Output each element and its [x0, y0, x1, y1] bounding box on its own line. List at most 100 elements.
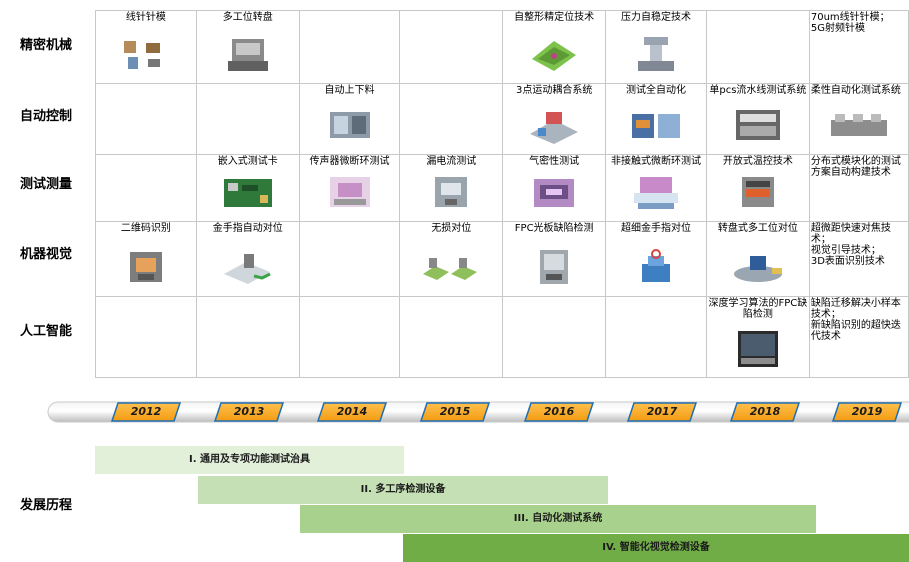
cell-label: 自整形精定位技术: [514, 12, 595, 23]
cell-label: [401, 85, 502, 86]
cell-label: [300, 298, 399, 299]
row-label-precision-machinery: 精密机械: [19, 37, 72, 53]
cell-label: 深度学习算法的FPC缺陷检测: [708, 298, 808, 320]
grid-cell: 超细金手指对位: [605, 221, 707, 297]
grid-cell: 压力自稳定技术: [605, 10, 707, 84]
grid-cell: 无损对位: [399, 221, 504, 297]
year-label: 2016: [543, 405, 575, 418]
grid-cell: [705, 10, 810, 84]
grid-cell: 金手指自动对位: [195, 221, 300, 297]
phase-bar: III. 自动化测试系统: [300, 505, 816, 533]
grid-cell: 自整形精定位技术: [502, 10, 607, 84]
cell-label: 转盘式多工位对位: [717, 223, 798, 234]
cell-label: 线针针模: [125, 12, 166, 23]
microphone-tester-icon: [320, 173, 380, 217]
cell-label: 超细金手指对位: [621, 223, 692, 234]
deep-learning-screen-icon: [728, 329, 788, 373]
cell-label: 金手指自动对位: [212, 223, 283, 234]
grid-cell: 转盘式多工位对位: [705, 221, 810, 297]
green-positioning-plate-icon: [524, 35, 584, 79]
grid-cell: 开放式温控技术: [705, 154, 810, 222]
grid-cell: [95, 154, 197, 222]
cell-label: 嵌入式测试卡: [217, 156, 278, 167]
grid-cell: [399, 296, 504, 378]
grid-cell: 缺陷迁移解决小样本技术； 新缺陷识别的超快迭代技术: [808, 296, 909, 378]
grid-cell: 超微距快速对焦技术； 视觉引导技术； 3D表面识别技术: [808, 221, 909, 297]
cell-label: [300, 12, 399, 13]
non-destructive-alignment-icon: [421, 248, 481, 292]
cell-label: [96, 156, 195, 157]
cell-label: [707, 12, 808, 13]
embedded-test-card-icon: [218, 173, 278, 217]
grid-cell: [95, 296, 197, 378]
grid-cell: [502, 296, 607, 378]
auto-loader-machine-icon: [320, 106, 380, 150]
grid-cell: 漏电流测试: [399, 154, 504, 222]
cell-label: 二维码识别: [120, 223, 171, 234]
grid-cell: [298, 10, 401, 84]
year-label: 2018: [749, 405, 781, 418]
grid-cell: [195, 296, 300, 378]
cell-label: 开放式温控技术: [722, 156, 793, 167]
cell-label: 3点运动耦合系统: [515, 85, 593, 96]
year-label: 2015: [439, 405, 471, 418]
cell-label: [96, 85, 195, 86]
cell-label: 传声器微断环测试: [309, 156, 390, 167]
technology-grid: 线针针模 多工位转盘 自整形精定位技术 压力自稳定技术 70um线针针模； 5G射频针模…: [95, 10, 909, 378]
cell-label: [197, 298, 298, 299]
phase-bar: II. 多工序检测设备: [198, 476, 608, 504]
pressure-stabilizer-machine-icon: [626, 35, 686, 79]
flexible-test-line-icon: [829, 106, 889, 150]
ultrafine-alignment-icon: [626, 248, 686, 292]
contactless-tester-icon: [626, 173, 686, 217]
cell-label: [401, 12, 502, 13]
year-label: 2019: [851, 405, 883, 418]
cell-label: 测试全自动化: [626, 85, 687, 96]
cell-label: 漏电流测试: [426, 156, 477, 167]
gold-finger-alignment-icon: [218, 248, 278, 292]
grid-cell: [399, 83, 504, 155]
grid-cell: 二维码识别: [95, 221, 197, 297]
grid-row: 二维码识别 金手指自动对位 无损对位 FPC光板缺陷检测 超细金手指对位 转盘式多工位对位…: [95, 221, 909, 297]
grid-cell: 线针针模: [95, 10, 197, 84]
grid-cell: 分布式模块化的测试方案自动构建技术: [808, 154, 909, 222]
cell-label: [300, 223, 399, 224]
rotary-multi-station-icon: [728, 248, 788, 292]
cell-label: 缺陷迁移解决小样本技术； 新缺陷识别的超快迭代技术: [810, 298, 901, 342]
grid-row: 深度学习算法的FPC缺陷检测缺陷迁移解决小样本技术； 新缺陷识别的超快迭代技术: [95, 296, 909, 378]
phase-bar: IV. 智能化视觉检测设备: [403, 534, 909, 562]
cell-label: [96, 298, 195, 299]
cell-label: 压力自稳定技术: [621, 12, 692, 23]
grid-cell: 测试全自动化: [605, 83, 707, 155]
row-label-machine-vision: 机器视觉: [19, 246, 72, 262]
grid-cell: 70um线针针模； 5G射频针模: [808, 10, 909, 84]
grid-row: 线针针模 多工位转盘 自整形精定位技术 压力自稳定技术 70um线针针模； 5G射频针模: [95, 10, 909, 84]
air-tightness-tester-icon: [524, 173, 584, 217]
cell-label: 气密性测试: [529, 156, 580, 167]
motion-coupling-system-icon: [524, 106, 584, 150]
grid-cell: 气密性测试: [502, 154, 607, 222]
pcs-line-tester-icon: [728, 106, 788, 150]
cell-label: FPC光板缺陷检测: [514, 223, 594, 234]
fpc-inspection-machine-icon: [524, 248, 584, 292]
grid-cell: [399, 10, 504, 84]
grid-cell: 自动上下料: [298, 83, 401, 155]
year-label: 2014: [336, 405, 368, 418]
year-label: 2017: [646, 405, 678, 418]
cell-label: 多工位转盘: [222, 12, 273, 23]
phase-bar: I. 通用及专项功能测试治具: [95, 446, 404, 474]
leakage-tester-icon: [421, 173, 481, 217]
grid-cell: 柔性自动化测试系统: [808, 83, 909, 155]
cell-label: [607, 298, 706, 299]
needle-mold-fixture-icon: [116, 35, 176, 79]
cell-label: 自动上下料: [324, 85, 375, 96]
grid-cell: [195, 83, 300, 155]
year-label: 2013: [233, 405, 265, 418]
cell-label: 分布式模块化的测试方案自动构建技术: [810, 156, 901, 178]
grid-cell: [95, 83, 197, 155]
cell-label: [197, 85, 298, 86]
grid-cell: [298, 296, 401, 378]
cell-label: 无损对位: [431, 223, 472, 234]
grid-cell: 非接触式微断环测试: [605, 154, 707, 222]
